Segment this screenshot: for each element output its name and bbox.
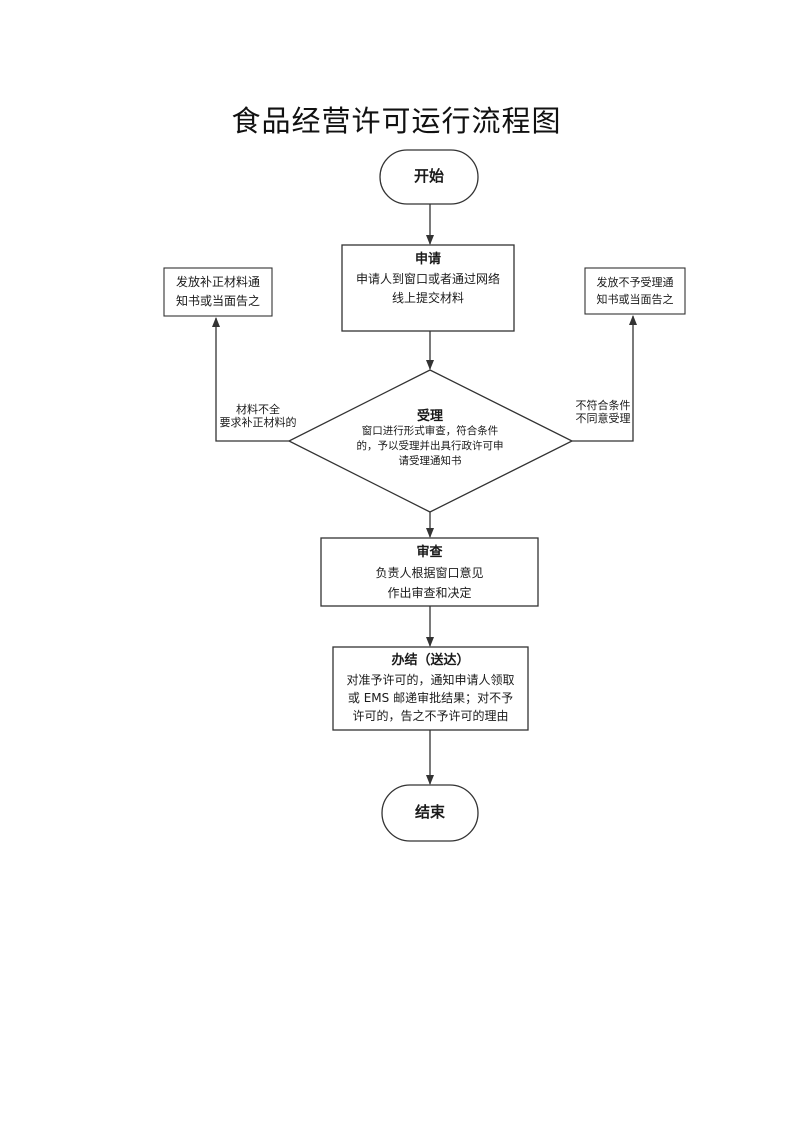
supplement-line-2: 知书或当面告之 xyxy=(175,294,260,308)
reject-line-1: 发放不予受理通 xyxy=(596,276,674,289)
handle-line-2: 或 EMS 邮递审批结果；对不予 xyxy=(347,691,514,705)
handle-box xyxy=(332,646,529,731)
end-terminator xyxy=(381,784,479,842)
accept-heading: 受理 xyxy=(416,409,443,424)
start-label: 开始 xyxy=(413,167,444,185)
edge-not-eligible-line-2: 不同意受理 xyxy=(575,412,631,425)
supplement-notice-box xyxy=(163,267,273,317)
reject-line-2: 知书或当面告之 xyxy=(596,293,674,306)
handle-line-3: 许可的，告之不予许可的理由 xyxy=(352,709,509,723)
end-label: 结束 xyxy=(414,803,445,821)
edge-not-eligible-line-1: 不符合条件 xyxy=(575,399,631,412)
apply-heading: 申请 xyxy=(414,252,441,267)
review-heading: 审查 xyxy=(416,545,443,560)
reject-notice-box xyxy=(584,267,686,315)
start-terminator xyxy=(379,149,479,205)
review-line-1: 负责人根据窗口意见 xyxy=(375,566,484,580)
edge-incomplete-line-1: 材料不全 xyxy=(236,403,280,416)
apply-box xyxy=(341,244,515,332)
edge-incomplete-line-2: 要求补正材料的 xyxy=(219,416,297,429)
apply-line-2: 线上提交材料 xyxy=(391,291,464,305)
handle-line-1: 对准予许可的，通知申请人领取 xyxy=(346,673,515,687)
accept-line-2: 的，予以受理并出具行政许可申 xyxy=(356,440,504,452)
accept-line-1: 窗口进行形式审查，符合条件 xyxy=(361,425,499,437)
accept-line-3: 请受理通知书 xyxy=(398,455,462,467)
page-title: 食品经营许可运行流程图 xyxy=(231,104,562,138)
review-line-2: 作出审查和决定 xyxy=(387,586,472,600)
supplement-line-1: 发放补正材料通 xyxy=(175,275,260,289)
arrow-accept-to-reject xyxy=(572,315,637,442)
handle-heading: 办结（送达） xyxy=(391,653,470,668)
apply-line-1: 申请人到窗口或者通过网络 xyxy=(355,272,500,286)
arrow-accept-to-supplement xyxy=(212,317,289,442)
